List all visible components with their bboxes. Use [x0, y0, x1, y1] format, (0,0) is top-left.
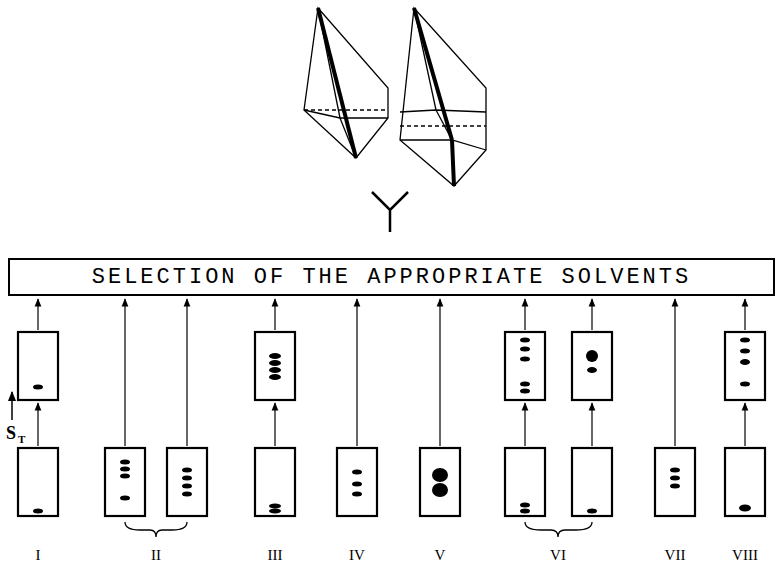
fork-symbol [372, 192, 408, 232]
arrow [186, 299, 187, 446]
tlc-plate [655, 448, 695, 516]
tlc-plate [167, 448, 207, 516]
box-title: SELECTION OF THE APPROPRIATE SOLVENTS [92, 265, 691, 290]
arrow [37, 299, 38, 330]
arrow [37, 403, 38, 446]
tlc-plate [725, 332, 765, 400]
brace [125, 522, 187, 537]
tlc-plate [572, 332, 612, 400]
axis-label: S [6, 424, 16, 442]
process-box: SELECTION OF THE APPROPRIATE SOLVENTS [8, 258, 775, 296]
group-numeral: VI [550, 548, 566, 563]
axis-subscript: T [18, 434, 25, 445]
group-numeral: I [36, 548, 41, 563]
group-numeral: V [435, 548, 446, 563]
group-numeral: VII [665, 548, 686, 563]
tlc-plate [255, 448, 295, 516]
brace [525, 522, 592, 537]
tlc-plate [420, 448, 460, 516]
arrow [124, 299, 125, 446]
arrow [591, 299, 592, 330]
arrow [439, 299, 440, 446]
tlc-plate [18, 332, 58, 400]
axis-arrow [11, 392, 13, 420]
tlc-plate [725, 448, 765, 516]
tlc-plate [337, 448, 377, 516]
arrow [591, 403, 592, 446]
arrow [524, 299, 525, 330]
arrow [744, 403, 745, 446]
prism-left [304, 8, 388, 158]
tlc-plate [18, 448, 58, 516]
tlc-plate [572, 448, 612, 516]
arrow [524, 403, 525, 446]
arrow [274, 403, 275, 446]
arrow [744, 299, 745, 330]
tlc-plate [505, 332, 545, 400]
tlc-plate [255, 332, 295, 400]
arrow [674, 299, 675, 446]
arrow [274, 299, 275, 330]
arrow [356, 299, 357, 446]
group-numeral: III [268, 548, 283, 563]
group-numeral: II [151, 548, 161, 563]
tlc-plate [105, 448, 145, 516]
group-numeral: VIII [732, 548, 758, 563]
group-numeral: IV [349, 548, 365, 563]
tlc-plate [505, 448, 545, 516]
prism-right [400, 8, 486, 186]
